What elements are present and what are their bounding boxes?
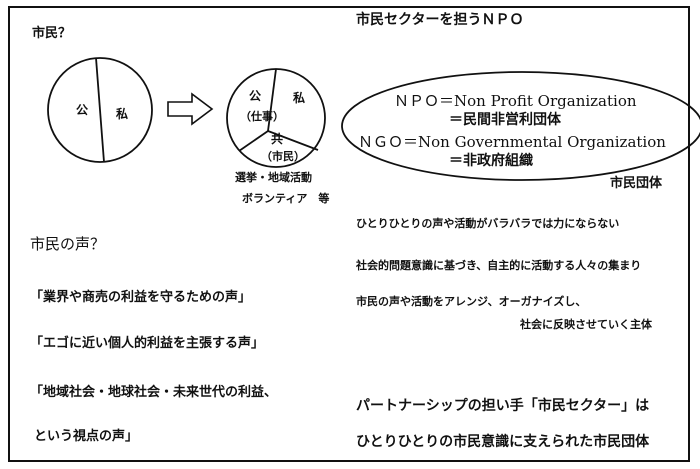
voice-item-2: 「エゴに近い個人的利益を主張する声」 [30,336,265,351]
ngo-definition: ＮＧＯ＝Non Governmental Organization [358,133,666,151]
circle2-divider-top [267,68,277,132]
circle-public-private [47,57,153,163]
circle1-public-label: 公 [76,103,89,117]
circle2-work-label: （仕事） [240,110,284,123]
activities-line1: 選挙・地域活動 [235,171,312,184]
activities-line2: ボランティア 等 [242,192,330,205]
circle2-divider-left [238,130,269,152]
citizen-question: 市民？ [32,26,72,41]
circle2-divider-right [267,130,319,151]
circle2-private-label: 私 [293,91,306,105]
npo-japanese: ＝民間非営利団体 [449,112,561,128]
circle2-common-label: 共 [271,132,284,146]
partnership-line-2: ひとりひとりの市民意識に支えられた市民団体 [356,434,650,450]
voice-item-4: という視点の声」 [34,429,139,444]
group-point-4: 社会に反映させていく主体 [520,318,652,331]
group-point-1: ひとりひとりの声や活動がバラバラでは力にならない [356,217,620,230]
group-point-2: 社会的問題意識に基づき、自主的に活動する人々の集まり [356,259,642,272]
npo-heading: 市民セクターを担うＮＰＯ [356,12,524,28]
circle1-divider [95,57,105,163]
npo-ngo-ellipse [341,71,700,181]
npo-definition: ＮＰＯ＝Non Profit Organization [394,92,637,110]
voice-item-3: 「地域社会・地球社会・未来世代の利益、 [30,385,278,400]
arrow-icon [167,92,214,126]
diagram-frame [8,6,690,462]
circle2-public-label: 公 [249,89,262,103]
voice-item-1: 「業界や商売の利益を守るための声」 [30,290,252,305]
group-point-3: 市民の声や活動をアレンジ、オーガナイズし、 [356,295,587,308]
ngo-japanese: ＝非政府組織 [449,153,533,169]
citizen-group-label: 市民団体 [610,176,663,191]
voice-heading: 市民の声？ [30,235,106,253]
circle2-citizen-label: （市民） [261,150,305,163]
circle1-private-label: 私 [116,107,129,121]
partnership-line-1: パートナーシップの担い手「市民セクター」は [356,398,650,414]
